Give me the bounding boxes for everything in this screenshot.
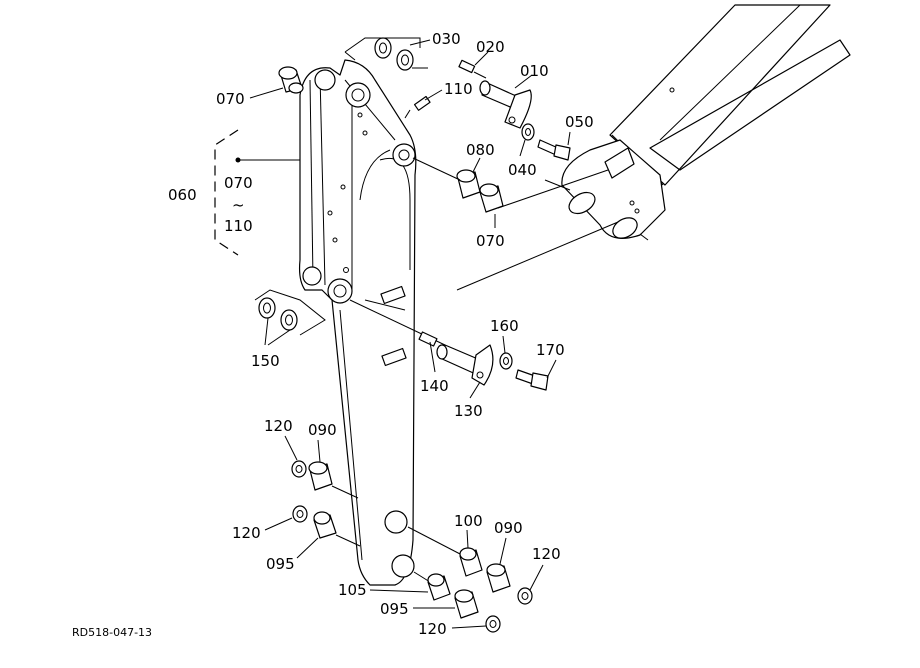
part-150 (254, 289, 326, 336)
part-160 (499, 352, 513, 370)
label-120-lower-left: 120 (232, 524, 261, 542)
arm-body (298, 59, 417, 586)
part-130 (349, 299, 494, 386)
label-160: 160 (490, 317, 519, 335)
label-020: 020 (476, 38, 505, 56)
label-070-top: 070 (216, 90, 245, 108)
label-090-left: 090 (308, 421, 337, 439)
label-150: 150 (251, 352, 280, 370)
label-095-right: 095 (380, 600, 409, 618)
part-095-right (454, 589, 479, 619)
group-bracket (214, 129, 239, 256)
part-110 (404, 95, 431, 119)
label-130: 130 (454, 402, 483, 420)
part-080 (456, 169, 481, 199)
part-105 (427, 573, 451, 601)
label-010: 010 (520, 62, 549, 80)
part-010 (479, 80, 532, 129)
label-105: 105 (338, 581, 367, 599)
label-070-right: 070 (476, 232, 505, 250)
label-060: 060 (168, 186, 197, 204)
part-170 (515, 369, 549, 391)
label-range-tilde: ~ (232, 196, 245, 214)
part-120-lower-left (292, 505, 308, 523)
part-040 (521, 123, 535, 141)
label-090-right: 090 (494, 519, 523, 537)
label-050: 050 (565, 113, 594, 131)
label-070-group: 070 (224, 174, 253, 192)
leader-lines (249, 39, 571, 629)
part-140 (418, 331, 438, 347)
label-040: 040 (508, 161, 537, 179)
part-095-left (313, 511, 337, 539)
label-100: 100 (454, 512, 483, 530)
label-030: 030 (432, 30, 461, 48)
label-110-group: 110 (224, 217, 253, 235)
label-080: 080 (466, 141, 495, 159)
label-140: 140 (420, 377, 449, 395)
part-100 (459, 547, 483, 577)
label-170: 170 (536, 341, 565, 359)
part-020 (458, 59, 487, 79)
label-110-top: 110 (444, 80, 473, 98)
part-090-left (308, 461, 333, 491)
label-120-upper-left: 120 (264, 417, 293, 435)
reference-code: RD518-047-13 (72, 626, 152, 639)
part-120-bottom (485, 615, 501, 633)
boom (544, 4, 851, 241)
part-120-right (517, 587, 533, 605)
part-120-upper-left (291, 460, 307, 478)
part-050 (537, 139, 571, 161)
label-120-right: 120 (532, 545, 561, 563)
part-070-right (479, 183, 504, 213)
label-120-bottom: 120 (418, 620, 447, 638)
part-labels: 030 020 010 070 110 050 040 080 060 070 … (72, 30, 594, 639)
label-095-left: 095 (266, 555, 295, 573)
part-070-top (278, 66, 304, 94)
part-090-right (486, 563, 511, 593)
